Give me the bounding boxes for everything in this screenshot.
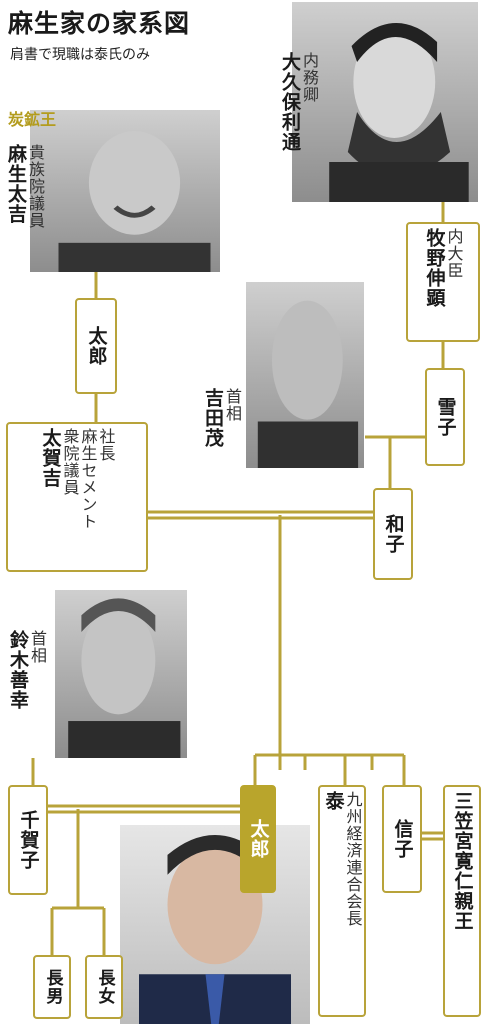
takakichi-name: 太賀吉 bbox=[39, 428, 62, 488]
tomohito-box: 三笠宮寛仁親王 bbox=[443, 785, 481, 1017]
takichi-role: 貴族院議員 bbox=[26, 144, 45, 229]
okubo-label: 大久保利通 内務卿 bbox=[279, 52, 319, 152]
chikako-box: 千賀子 bbox=[8, 785, 48, 895]
taro-father-box: 太郎 bbox=[75, 298, 117, 394]
takichi-label: 麻生太吉 貴族院議員 bbox=[5, 144, 45, 229]
taro-pm-name: 太郎 bbox=[247, 819, 270, 859]
eldest-daughter-box: 長女 bbox=[85, 955, 123, 1019]
takichi-name: 麻生太吉 bbox=[5, 144, 27, 224]
eldest-son-label: 長男 bbox=[42, 969, 63, 1005]
portrait-aso-taro bbox=[120, 825, 310, 1024]
yutaka-box: 泰 九州経済連合会長 bbox=[318, 785, 366, 1017]
eldest-daughter-label: 長女 bbox=[94, 969, 115, 1005]
nobuko-name: 信子 bbox=[391, 819, 414, 859]
yoshida-role: 首相 bbox=[223, 388, 242, 422]
suzuki-role: 首相 bbox=[28, 630, 47, 664]
taro-pm-box: 太郎 bbox=[240, 785, 276, 893]
takakichi-role-2: 麻生セメント bbox=[78, 428, 98, 530]
makino-name: 牧野伸顕 bbox=[423, 228, 446, 308]
chikako-name: 千賀子 bbox=[17, 810, 40, 870]
suzuki-label: 鈴木善幸 首相 bbox=[7, 630, 47, 710]
yukiko-box: 雪子 bbox=[425, 368, 465, 466]
page-subtitle: 肩書で現職は泰氏のみ bbox=[10, 47, 150, 63]
kazuko-box: 和子 bbox=[373, 488, 413, 580]
makino-role: 内大臣 bbox=[444, 228, 464, 279]
yoshida-name: 吉田茂 bbox=[202, 388, 224, 448]
okubo-role: 内務卿 bbox=[300, 52, 319, 103]
yoshida-label: 吉田茂 首相 bbox=[202, 388, 242, 448]
yukiko-name: 雪子 bbox=[434, 397, 457, 437]
yutaka-name: 泰 bbox=[322, 791, 345, 811]
eldest-son-box: 長男 bbox=[33, 955, 71, 1019]
suzuki-name: 鈴木善幸 bbox=[7, 630, 29, 710]
portrait-okubo bbox=[292, 2, 478, 202]
portrait-suzuki bbox=[55, 590, 187, 758]
page-title: 麻生家の家系図 bbox=[8, 9, 191, 38]
taro-father-name: 太郎 bbox=[85, 326, 108, 366]
portrait-aso-takichi bbox=[30, 110, 220, 272]
yutaka-role: 九州経済連合会長 bbox=[343, 791, 363, 927]
takakichi-role-3: 社長 bbox=[96, 428, 116, 462]
takichi-nickname: 炭鉱王 bbox=[8, 110, 57, 129]
nobuko-box: 信子 bbox=[382, 785, 422, 893]
okubo-name: 大久保利通 bbox=[279, 52, 301, 152]
portrait-yoshida bbox=[246, 282, 364, 468]
takakichi-box: 太賀吉 衆院議員 麻生セメント 社長 bbox=[6, 422, 148, 572]
takakichi-role-1: 衆院議員 bbox=[60, 428, 80, 496]
makino-box: 牧野伸顕 内大臣 bbox=[406, 222, 480, 342]
tomohito-name: 三笠宮寛仁親王 bbox=[451, 791, 474, 931]
kazuko-name: 和子 bbox=[382, 514, 405, 554]
